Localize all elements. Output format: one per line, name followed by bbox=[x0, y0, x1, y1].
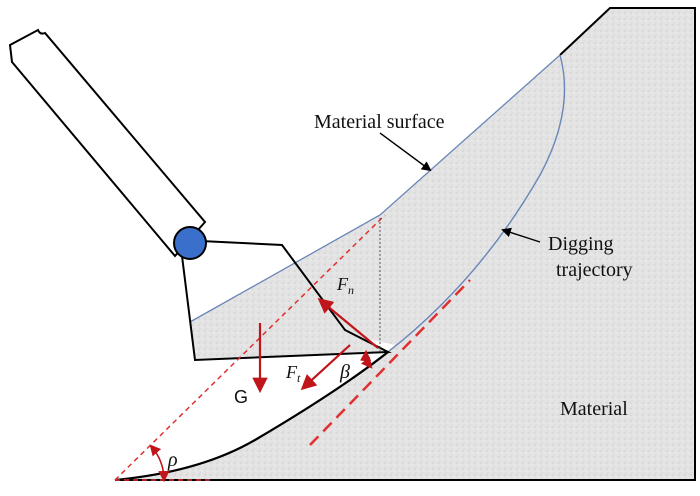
digging-trajectory-curve bbox=[387, 54, 566, 353]
tangential-force-label: Ft bbox=[285, 362, 301, 385]
material-surface-line bbox=[189, 54, 561, 323]
tangential-force-arrow bbox=[300, 344, 351, 391]
gravity-label: G bbox=[234, 387, 248, 407]
material-body bbox=[115, 8, 695, 480]
surface-annotation-arrow bbox=[379, 132, 432, 172]
beta-label: β bbox=[339, 361, 350, 383]
rho-reference-line bbox=[114, 214, 386, 481]
rho-angle-arc bbox=[149, 444, 170, 483]
excavator-arm bbox=[8, 28, 207, 258]
bucket-material bbox=[190, 285, 385, 360]
material-surface-label: Material surface bbox=[314, 111, 445, 133]
material-boundary bbox=[115, 7, 696, 481]
trajectory-label: trajectory bbox=[556, 259, 633, 281]
material-label: Material bbox=[560, 398, 628, 420]
beta-angle-arc bbox=[359, 349, 373, 369]
pivot-joint bbox=[173, 226, 207, 260]
rho-label: ρ bbox=[167, 449, 178, 471]
trajectory-annotation-arrow bbox=[501, 227, 541, 243]
normal-force-label: Fn bbox=[336, 274, 354, 297]
beta-reference-line bbox=[309, 279, 471, 446]
digging-label: Digging bbox=[548, 233, 614, 255]
bucket-body bbox=[178, 238, 392, 362]
normal-force-arrow bbox=[317, 298, 379, 349]
